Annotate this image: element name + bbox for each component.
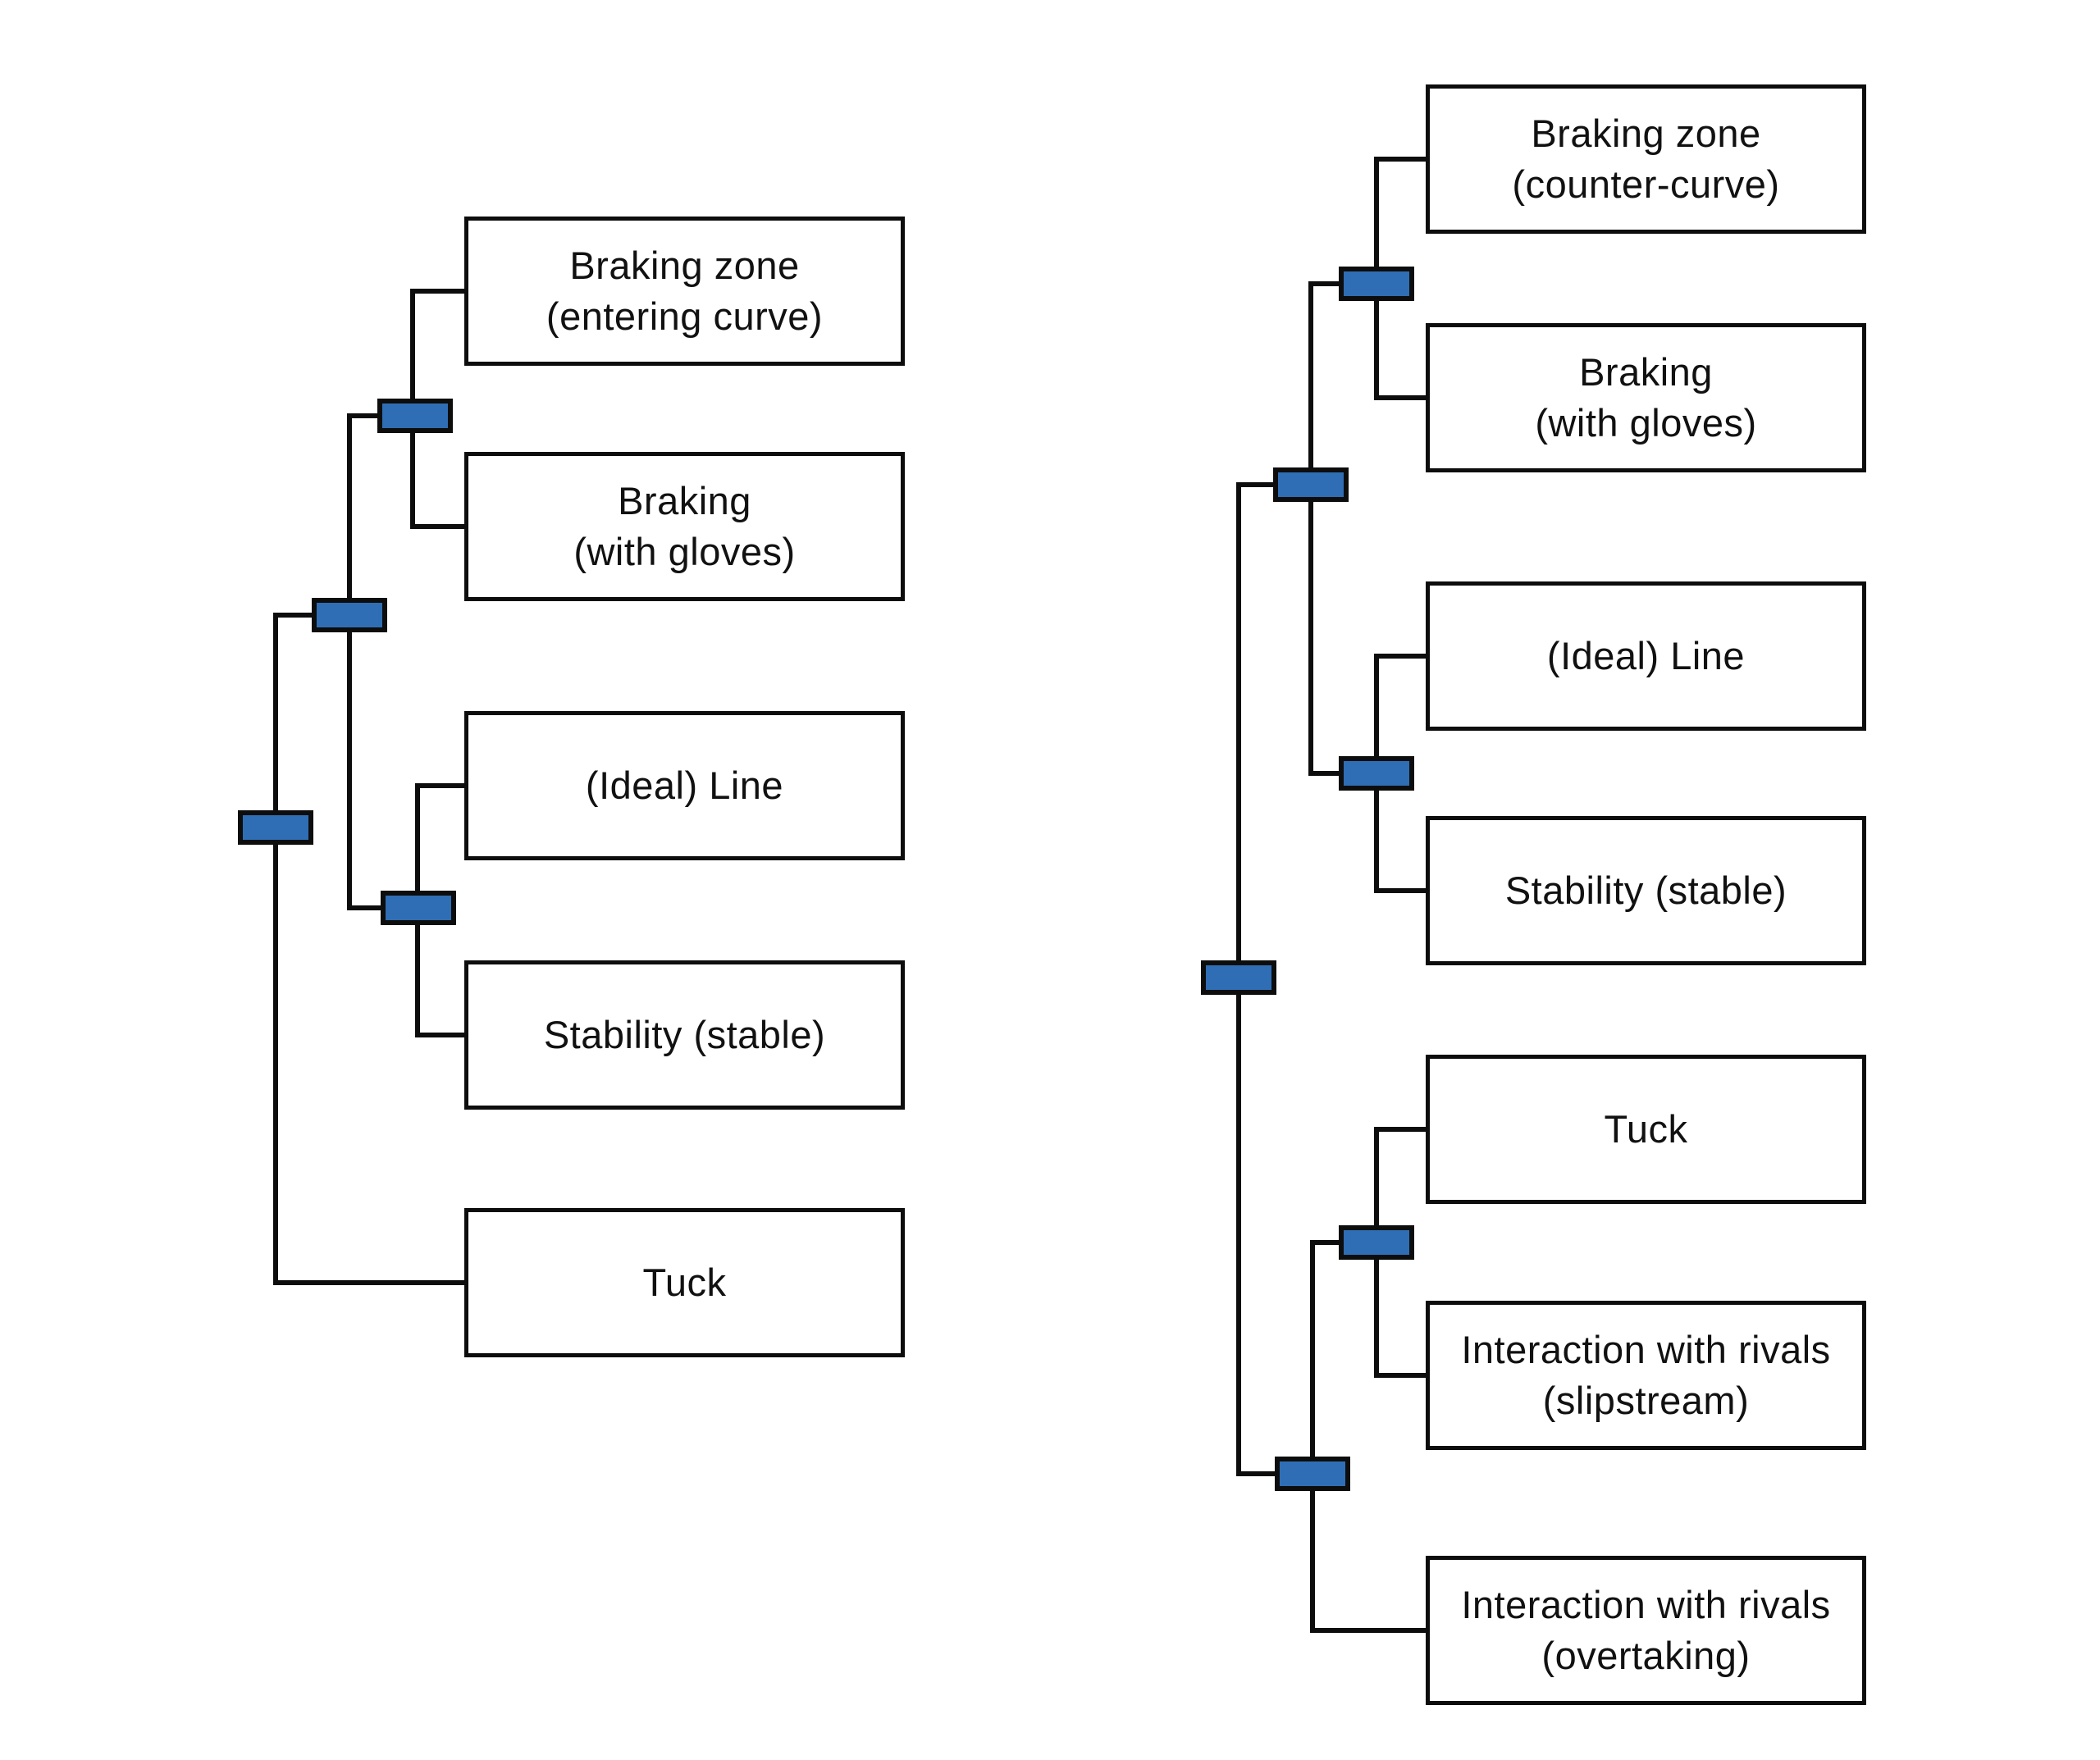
node-box-braking-zone-counter-curve: Braking zone (counter-curve) [1426, 84, 1866, 234]
braking-cluster-junction [377, 399, 453, 433]
line-stability-cluster-junction [1339, 756, 1414, 791]
node-box-ideal-line: (Ideal) Line [464, 711, 905, 860]
tree-line [1374, 654, 1426, 659]
node-label: Stability (stable) [1504, 868, 1787, 912]
tree-line [410, 524, 464, 529]
node-box-interaction-rivals-overtaking: Interaction with rivals (overtaking) [1426, 1556, 1866, 1705]
tree-line [273, 613, 278, 1285]
node-label: Interaction with rivals (slipstream) [1461, 1327, 1831, 1422]
tree-line [1374, 888, 1426, 893]
root-junction [238, 810, 313, 845]
tuck-slipstream-cluster-junction [1339, 1225, 1414, 1260]
node-box-stability-stable: Stability (stable) [1426, 816, 1866, 965]
tree-line [415, 783, 464, 788]
tree-line [1374, 1127, 1426, 1132]
line-stability-cluster-junction [381, 891, 456, 925]
tree-line [1310, 1240, 1339, 1245]
tree-line [273, 613, 313, 618]
top-level2-junction [1273, 467, 1349, 502]
tree-line [1308, 281, 1339, 286]
node-box-braking-zone-entering-curve: Braking zone (entering curve) [464, 217, 905, 366]
node-box-stability-stable: Stability (stable) [464, 960, 905, 1110]
node-box-braking-with-gloves: Braking (with gloves) [464, 452, 905, 601]
tree-line [1308, 771, 1339, 776]
node-box-ideal-line: (Ideal) Line [1426, 581, 1866, 731]
bottom-level2-junction [1275, 1457, 1350, 1491]
node-box-tuck: Tuck [464, 1208, 905, 1357]
node-box-tuck: Tuck [1426, 1055, 1866, 1204]
tree-line [347, 905, 384, 910]
node-label: Braking zone (entering curve) [546, 243, 824, 338]
node-label: Stability (stable) [543, 1012, 826, 1056]
level2-junction [312, 598, 387, 632]
tree-line [410, 289, 464, 294]
node-label: Braking (with gloves) [1535, 349, 1757, 445]
root-junction [1201, 960, 1276, 995]
tree-line [347, 413, 380, 418]
node-box-interaction-rivals-slipstream: Interaction with rivals (slipstream) [1426, 1301, 1866, 1450]
tree-line [1374, 395, 1426, 400]
tree-line [1374, 157, 1426, 162]
node-label: Tuck [1604, 1106, 1688, 1151]
tree-line [1310, 1628, 1426, 1633]
tree-line [1236, 482, 1273, 487]
tree-line [1310, 1240, 1315, 1633]
node-box-braking-with-gloves: Braking (with gloves) [1426, 323, 1866, 472]
tree-line [415, 1033, 464, 1037]
tree-line [273, 1280, 464, 1285]
tree-line [1236, 1471, 1275, 1476]
node-label: Braking zone (counter-curve) [1512, 111, 1780, 206]
tree-line [347, 413, 352, 910]
node-label: Tuck [642, 1260, 727, 1304]
tree-line [1374, 1373, 1426, 1378]
braking-cluster-junction [1339, 267, 1414, 301]
tree-line [1308, 281, 1313, 776]
node-label: Braking (with gloves) [573, 478, 796, 573]
node-label: (Ideal) Line [1546, 633, 1746, 677]
node-label: Interaction with rivals (overtaking) [1461, 1582, 1831, 1677]
node-label: (Ideal) Line [585, 763, 784, 807]
